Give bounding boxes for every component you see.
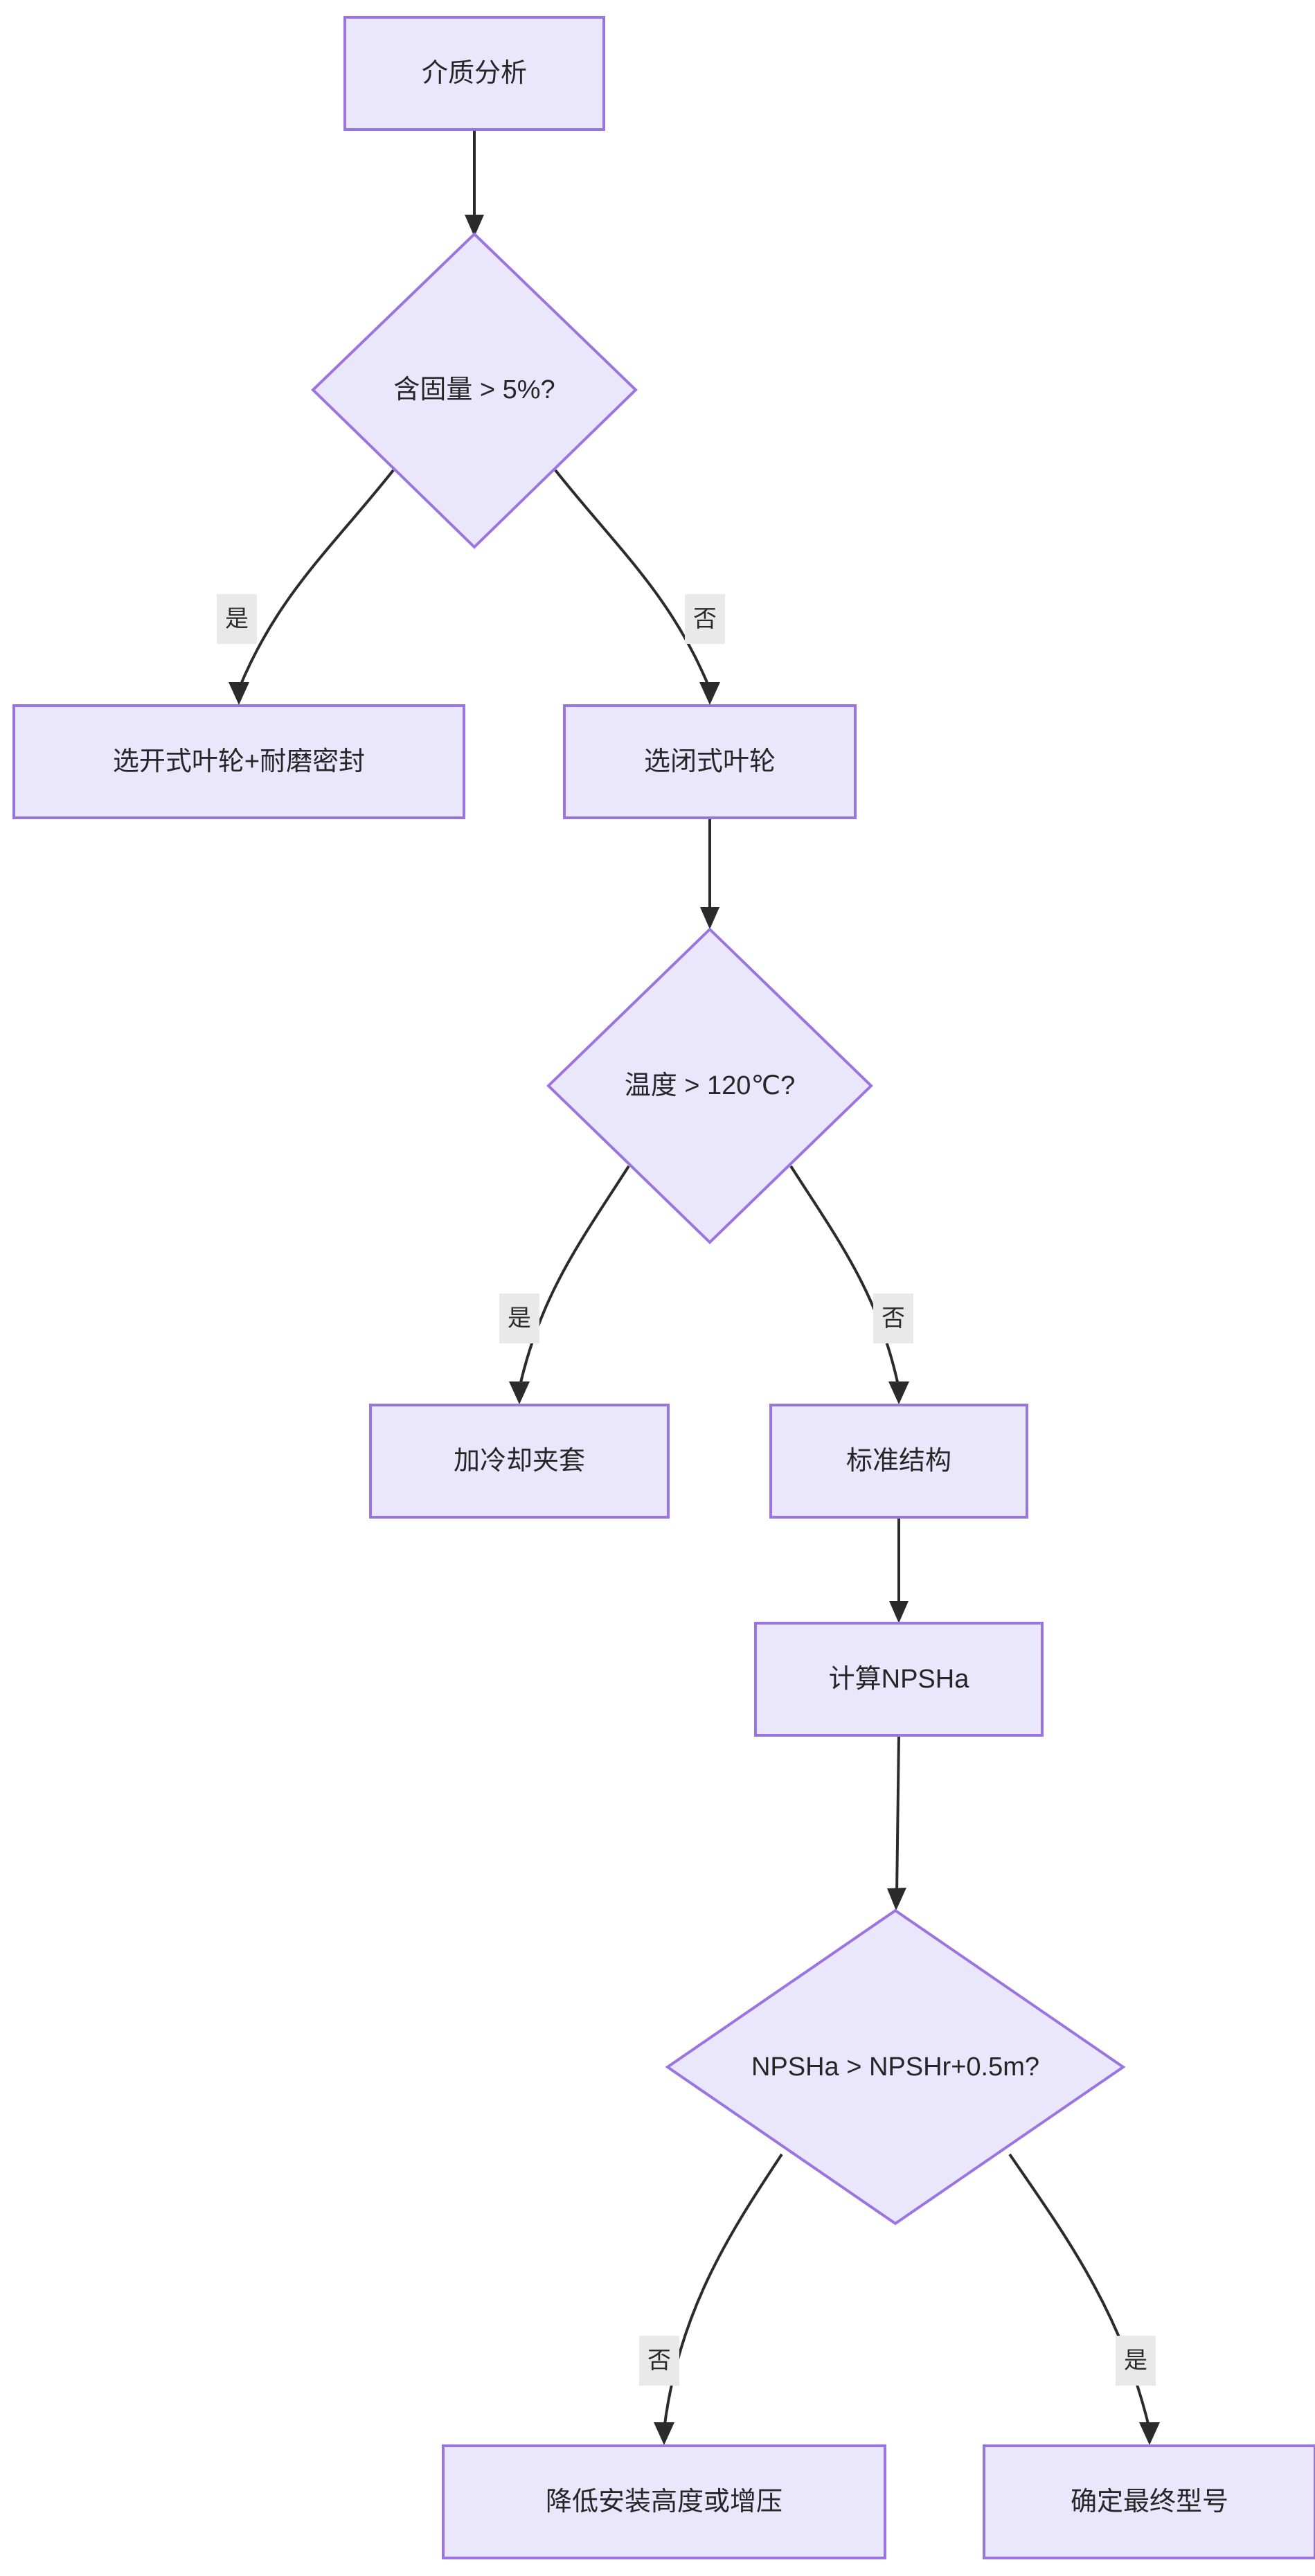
edge-labels-layer: 是 否 是 否 否 是: [217, 594, 1156, 2386]
node-label: 选开式叶轮+耐磨密封: [113, 747, 365, 776]
edge-line: [518, 1165, 630, 1389]
node-rect[interactable]: [754, 1622, 1044, 1737]
edge-label-no-temperature: 否: [873, 1294, 913, 1343]
edge-n5-n6: [509, 1165, 630, 1404]
edge-n2-n3: [229, 469, 395, 705]
node-closed-impeller[interactable]: 选闭式叶轮: [563, 704, 857, 819]
edge-label-yes-npsh: 是: [1116, 2336, 1156, 2386]
node-label: 温度 > 120℃?: [625, 1071, 796, 1100]
node-diamond[interactable]: [546, 927, 873, 1244]
node-diamond[interactable]: [311, 232, 638, 549]
edge-line: [1008, 2153, 1151, 2430]
edge-n2-n4: [554, 469, 720, 705]
edge-line: [238, 469, 395, 690]
edge-n1-n2: [465, 129, 484, 237]
edge-label-text: 否: [693, 606, 717, 632]
node-rect[interactable]: [12, 704, 465, 819]
edge-n9-n10: [654, 2153, 783, 2445]
edge-label-no-solids: 否: [685, 594, 725, 644]
node-cooling-jacket[interactable]: 加冷却夹套: [369, 1404, 670, 1519]
edge-n4-n5: [700, 818, 719, 929]
arrowhead-icon: [654, 2422, 674, 2445]
node-label: 选闭式叶轮: [644, 747, 776, 776]
node-rect[interactable]: [343, 16, 605, 131]
node-rect[interactable]: [442, 2444, 886, 2559]
node-label: 标准结构: [846, 1447, 951, 1476]
edge-label-no-npsh: 否: [639, 2336, 679, 2386]
edge-label-background: [685, 594, 725, 644]
node-diamond[interactable]: [665, 1908, 1126, 2226]
arrowhead-icon: [699, 682, 720, 705]
edge-label-background: [873, 1294, 913, 1343]
arrowhead-icon: [1139, 2422, 1160, 2445]
node-open-impeller-wear-seal[interactable]: 选开式叶轮+耐磨密封: [12, 704, 465, 819]
edge-label-background: [639, 2336, 679, 2386]
node-confirm-final-model[interactable]: 确定最终型号: [983, 2444, 1315, 2559]
edge-n8-n9: [887, 1735, 906, 1911]
node-label: 含固量 > 5%?: [393, 375, 555, 404]
nodes-layer: 介质分析 含固量 > 5%? 选开式叶轮+耐磨密封 选闭式叶轮 温度 > 120…: [12, 16, 1315, 2559]
edge-label-text: 是: [1124, 2347, 1147, 2374]
edge-line: [554, 469, 711, 690]
edge-label-text: 是: [225, 606, 249, 632]
node-rect[interactable]: [369, 1404, 670, 1519]
node-rect[interactable]: [563, 704, 857, 819]
edge-label-text: 是: [508, 1305, 531, 1332]
edge-line: [895, 1735, 900, 1896]
node-label: 确定最终型号: [1071, 2487, 1228, 2516]
node-label: 介质分析: [422, 59, 527, 88]
edge-line: [789, 1165, 900, 1389]
edge-label-background: [217, 594, 257, 644]
node-label: 计算NPSHa: [829, 1665, 970, 1694]
arrowhead-icon: [889, 1601, 909, 1623]
edge-label-yes-solids: 是: [217, 594, 257, 644]
arrowhead-icon: [887, 1888, 906, 1911]
arrowhead-icon: [700, 907, 719, 929]
node-lower-install-height-or-boost[interactable]: 降低安装高度或增压: [442, 2444, 886, 2559]
arrowhead-icon: [465, 215, 484, 237]
arrowhead-icon: [888, 1381, 909, 1404]
node-solids-content-decision[interactable]: 含固量 > 5%?: [311, 232, 638, 549]
node-standard-structure[interactable]: 标准结构: [769, 1404, 1028, 1519]
arrowhead-icon: [229, 682, 249, 705]
node-rect[interactable]: [983, 2444, 1315, 2559]
edge-n9-n11: [1008, 2153, 1160, 2445]
edge-label-background: [1116, 2336, 1156, 2386]
edge-label-yes-temperature: 是: [499, 1294, 539, 1343]
edge-label-background: [499, 1294, 539, 1343]
edge-label-text: 否: [647, 2347, 671, 2374]
edge-label-text: 否: [882, 1305, 905, 1332]
edge-line: [663, 2153, 783, 2430]
node-calculate-npsha[interactable]: 计算NPSHa: [754, 1622, 1044, 1737]
edge-n5-n7: [789, 1165, 909, 1404]
node-label: 加冷却夹套: [454, 1447, 585, 1476]
edges-layer: [229, 129, 1160, 2445]
node-temperature-decision[interactable]: 温度 > 120℃?: [546, 927, 873, 1244]
arrowhead-icon: [509, 1381, 530, 1404]
edge-n7-n8: [889, 1517, 909, 1623]
node-npsh-margin-decision[interactable]: NPSHa > NPSHr+0.5m?: [665, 1908, 1126, 2226]
node-label: 降低安装高度或增压: [546, 2487, 782, 2516]
node-media-analysis[interactable]: 介质分析: [343, 16, 605, 131]
node-label: NPSHa > NPSHr+0.5m?: [751, 2052, 1039, 2082]
node-rect[interactable]: [769, 1404, 1028, 1519]
